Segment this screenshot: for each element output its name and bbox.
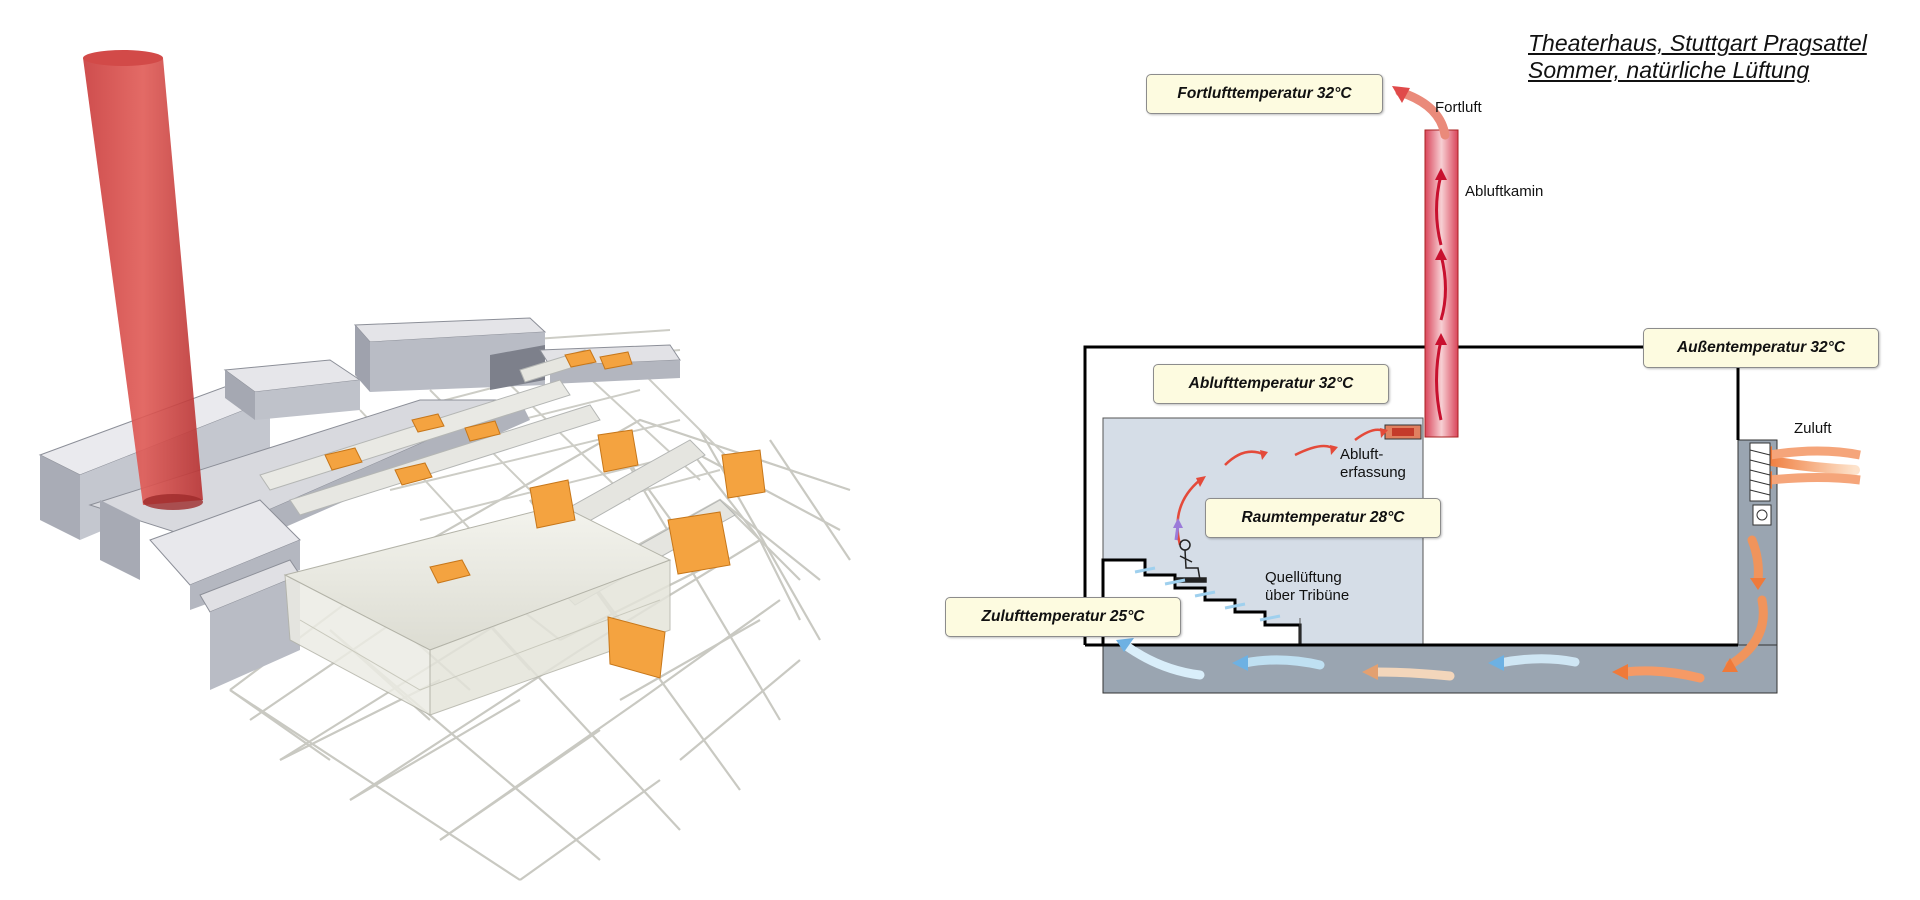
zuluft-label: Zuluft bbox=[1794, 420, 1832, 437]
aussen-temperature-tag: Außentemperatur 32°C bbox=[1643, 328, 1879, 368]
raum-temperature-tag: Raumtemperatur 28°C bbox=[1205, 498, 1441, 538]
title-line-1: Theaterhaus, Stuttgart Pragsattel bbox=[1528, 30, 1867, 56]
abluft-temperature-tag: Ablufttemperatur 32°C bbox=[1153, 364, 1389, 404]
seated-person bbox=[1175, 539, 1207, 583]
building-3d-model bbox=[38, 50, 851, 881]
source-vent-arrows bbox=[1134, 566, 1281, 622]
shaft-flow-arrows bbox=[1725, 535, 1768, 670]
duct-flow-arrows bbox=[1120, 640, 1705, 683]
zuluft-temperature-tag: Zulufttemperatur 25°C bbox=[945, 597, 1181, 637]
abluft-label-line-1: Abluft- bbox=[1340, 446, 1384, 463]
abluft-label-line-2: erfassung bbox=[1340, 464, 1406, 481]
stage-roof bbox=[283, 504, 672, 716]
fortluft-label: Fortluft bbox=[1435, 99, 1482, 116]
abluftkamin-chimney bbox=[1424, 129, 1459, 438]
exhaust-chimney-3d bbox=[83, 50, 203, 510]
abluft-erfassung-label: Abluft- erfassung bbox=[1340, 446, 1406, 482]
diagram-title: Theaterhaus, Stuttgart Pragsattel Sommer… bbox=[1528, 30, 1867, 84]
ventilation-units bbox=[324, 349, 766, 679]
quellueftung-label: Quellüftung über Tribüne bbox=[1265, 569, 1349, 605]
quell-label-line-1: Quellüftung bbox=[1265, 569, 1342, 586]
quell-label-line-2: über Tribüne bbox=[1265, 587, 1350, 604]
title-line-2: Sommer, natürliche Lüftung bbox=[1528, 57, 1810, 83]
fan-unit bbox=[1752, 504, 1772, 526]
fortluft-temperature-tag: Fortlufttemperatur 32°C bbox=[1146, 74, 1383, 114]
abluftkamin-label: Abluftkamin bbox=[1465, 183, 1544, 200]
chimney-flow-arrows bbox=[1435, 174, 1447, 421]
fortluft-arrow bbox=[1395, 87, 1450, 140]
